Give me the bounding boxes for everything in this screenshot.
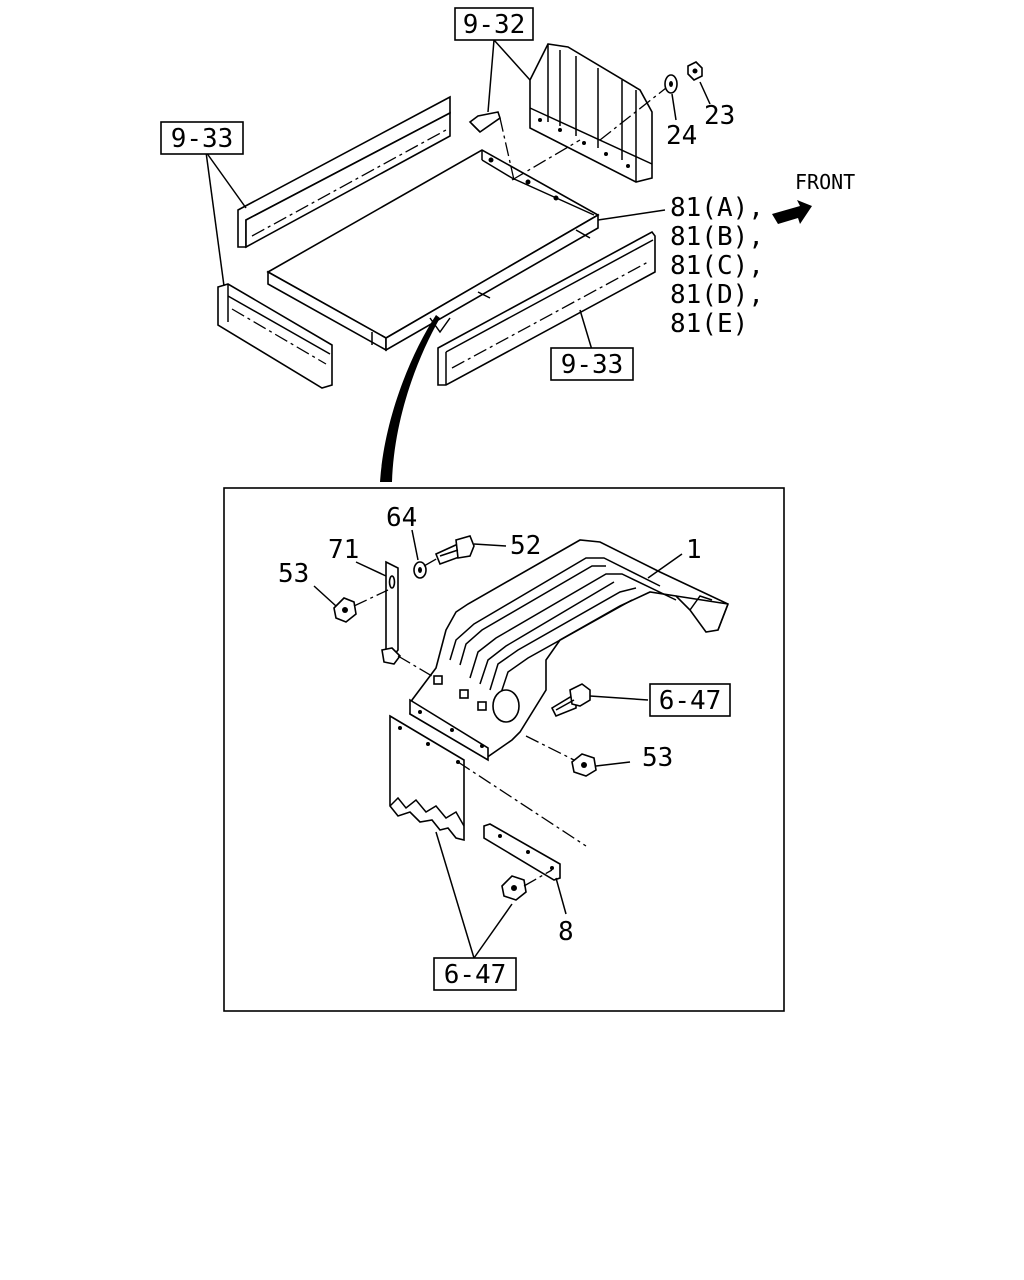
bolt-upper	[468, 111, 515, 181]
detail-leaders	[313, 529, 683, 959]
callout-23: 23	[704, 101, 735, 131]
nut-53-upper	[333, 597, 357, 623]
washer-64	[413, 561, 427, 579]
washer-24	[664, 74, 678, 94]
callout-8: 8	[558, 917, 574, 947]
callout-81b: 81(B),	[670, 222, 764, 252]
nut-53-lower	[571, 753, 597, 777]
ref-box-9-33-top[interactable]: 9-33	[160, 121, 244, 155]
callout-81a: 81(A),	[670, 193, 764, 223]
nut-23	[687, 61, 703, 81]
rear-fender	[409, 539, 730, 762]
callout-81e: 81(E)	[670, 309, 748, 339]
mud-flap	[389, 714, 465, 842]
rear-gate	[511, 43, 653, 183]
upper-leaders	[205, 39, 711, 351]
callout-81c: 81(C),	[670, 251, 764, 281]
ref-label-6-47-right: 6-47	[659, 686, 722, 716]
plate-8	[483, 823, 561, 881]
ref-label-9-33-bottom: 9-33	[561, 350, 624, 380]
nut-6-47-lower	[501, 875, 527, 901]
bolt-6-47	[550, 683, 591, 718]
ref-label-9-32: 9-32	[463, 10, 526, 40]
ref-box-6-47-right[interactable]: 6-47	[649, 683, 731, 717]
callout-53-upper: 53	[278, 559, 309, 589]
callout-52: 52	[510, 531, 541, 561]
ref-label-9-33-top: 9-33	[171, 124, 234, 154]
callout-24: 24	[666, 121, 697, 151]
callout-71: 71	[328, 535, 359, 565]
front-arrow-icon	[772, 200, 812, 224]
ref-box-9-32[interactable]: 9-32	[454, 7, 534, 41]
ref-box-9-33-bottom[interactable]: 9-33	[550, 347, 634, 381]
bolt-52	[434, 535, 475, 566]
side-panel-front-left	[217, 283, 333, 389]
front-label: FRONT	[795, 170, 855, 194]
callout-81d: 81(D),	[670, 280, 764, 310]
stay-71	[381, 560, 433, 677]
cargo-deck	[266, 149, 600, 352]
callout-64: 64	[386, 503, 417, 533]
side-panel-right	[437, 230, 656, 386]
detail-frame	[223, 487, 785, 1012]
callout-1: 1	[686, 535, 702, 565]
callout-53-lower: 53	[642, 743, 673, 773]
detail-connector	[380, 315, 440, 482]
side-panel-rear	[237, 95, 451, 249]
ref-box-6-47-bottom[interactable]: 6-47	[433, 957, 517, 991]
ref-label-6-47-bottom: 6-47	[444, 960, 507, 990]
